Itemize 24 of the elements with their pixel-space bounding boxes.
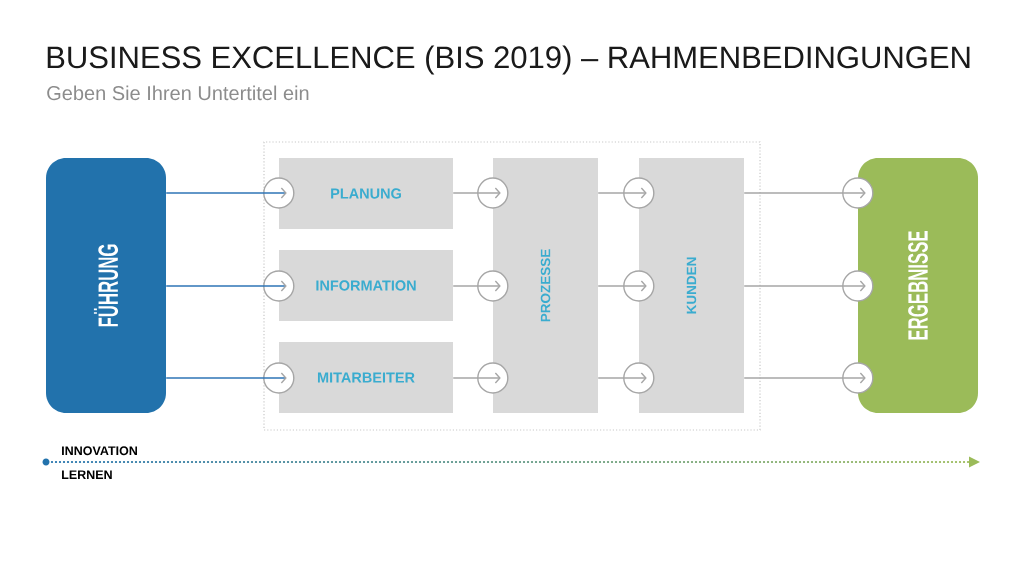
process-box: PLANUNG [279, 158, 453, 229]
stage-box: FÜHRUNG [46, 158, 166, 413]
arrow [165, 362, 295, 394]
text-label: LERNEN [62, 470, 112, 479]
text-label: INNOVATION [62, 446, 137, 456]
subtitle: Geben Sie Ihren Untertitel ein [47, 85, 309, 101]
arrow [597, 362, 655, 394]
process-box: KUNDEN [639, 158, 744, 413]
arrow [165, 270, 295, 302]
arrow [743, 270, 874, 302]
arrow [743, 362, 874, 394]
process-box: INFORMATION [279, 250, 453, 321]
dotted-frame [263, 141, 761, 431]
arrow [597, 177, 655, 209]
process-box: PROZESSE [493, 158, 598, 413]
arrow [452, 270, 509, 302]
arrow [597, 270, 655, 302]
arrow [452, 362, 509, 394]
arrow [743, 177, 874, 209]
process-box: MITARBEITER [279, 342, 453, 413]
stage-box: ERGEBNISSE [858, 158, 978, 413]
arrow [165, 177, 295, 209]
arrow [452, 177, 509, 209]
title: BUSINESS EXCELLENCE (BIS 2019) – RAHMENBEDINGUNGEN [47, 45, 970, 75]
